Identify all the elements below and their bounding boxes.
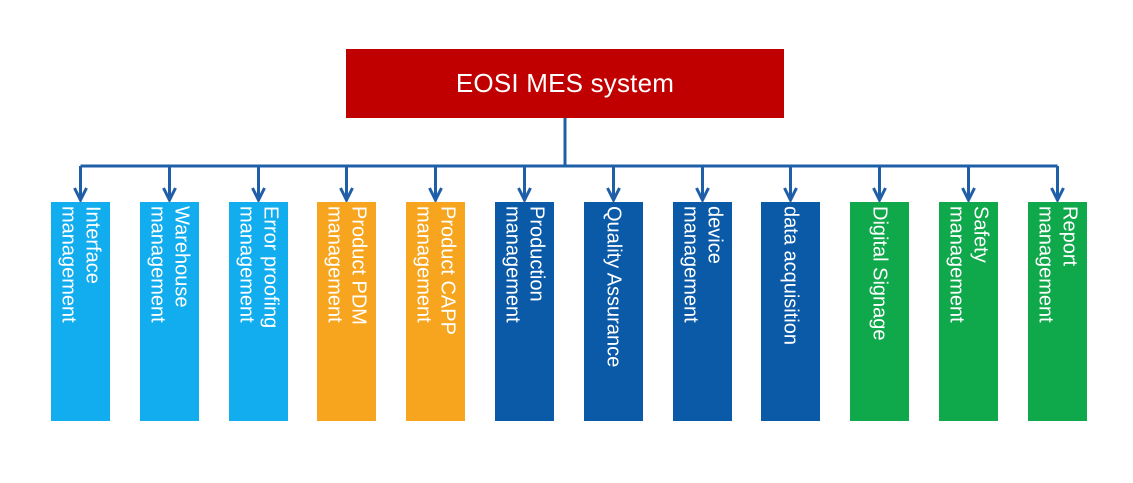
arrow-head [606, 187, 621, 204]
module-label-line1: Interface [81, 206, 104, 284]
module-label-line1: Quality Assurance [602, 206, 625, 368]
arrow-head [872, 187, 887, 204]
arrow-head [783, 187, 798, 204]
module-label-line2: management [146, 206, 169, 323]
module-label-line2: management [323, 206, 346, 323]
module-label-line2: management [679, 206, 702, 323]
root-node-label: EOSI MES system [455, 68, 675, 98]
module-label-line1: Digital Signage [868, 206, 891, 341]
module-label-line2: management [235, 206, 258, 323]
module-label-line1: Error proofing [259, 206, 282, 329]
module-label-line2: management [57, 206, 80, 323]
module-label-line2: management [945, 206, 968, 323]
arrow-head [428, 187, 443, 204]
module-label: Quality Assurance [602, 202, 626, 367]
module-label-line1: Product CAPP [436, 206, 459, 335]
module-label-line2: management [1034, 206, 1057, 323]
module-label-line1: Warehouse [170, 206, 193, 308]
arrow-head [695, 187, 710, 204]
module-box: Quality Assurance [584, 202, 643, 421]
module-label-line1: Product PDM [347, 206, 370, 325]
module-label-line1: data acquisition [779, 206, 802, 345]
module-label: data acquisition [779, 202, 803, 345]
module-label-line2: management [412, 206, 435, 323]
module-label-line1: device [703, 206, 726, 264]
arrow-head [251, 187, 266, 204]
arrow-head [1050, 187, 1065, 204]
arrow-head [162, 187, 177, 204]
arrow-head [961, 187, 976, 204]
module-label-line2: management [501, 206, 524, 323]
module-label-line1: Report [1058, 206, 1081, 267]
module-label-line1: Production [525, 206, 548, 302]
module-box: Digital Signage [850, 202, 909, 421]
arrow-head [339, 187, 354, 204]
root-node: EOSI MES system [346, 49, 784, 118]
arrow-head [517, 187, 532, 204]
module-label-line1: Safety [969, 206, 992, 263]
module-label: Digital Signage [868, 202, 892, 341]
arrow-head [73, 187, 88, 204]
module-box: data acquisition [761, 202, 820, 421]
